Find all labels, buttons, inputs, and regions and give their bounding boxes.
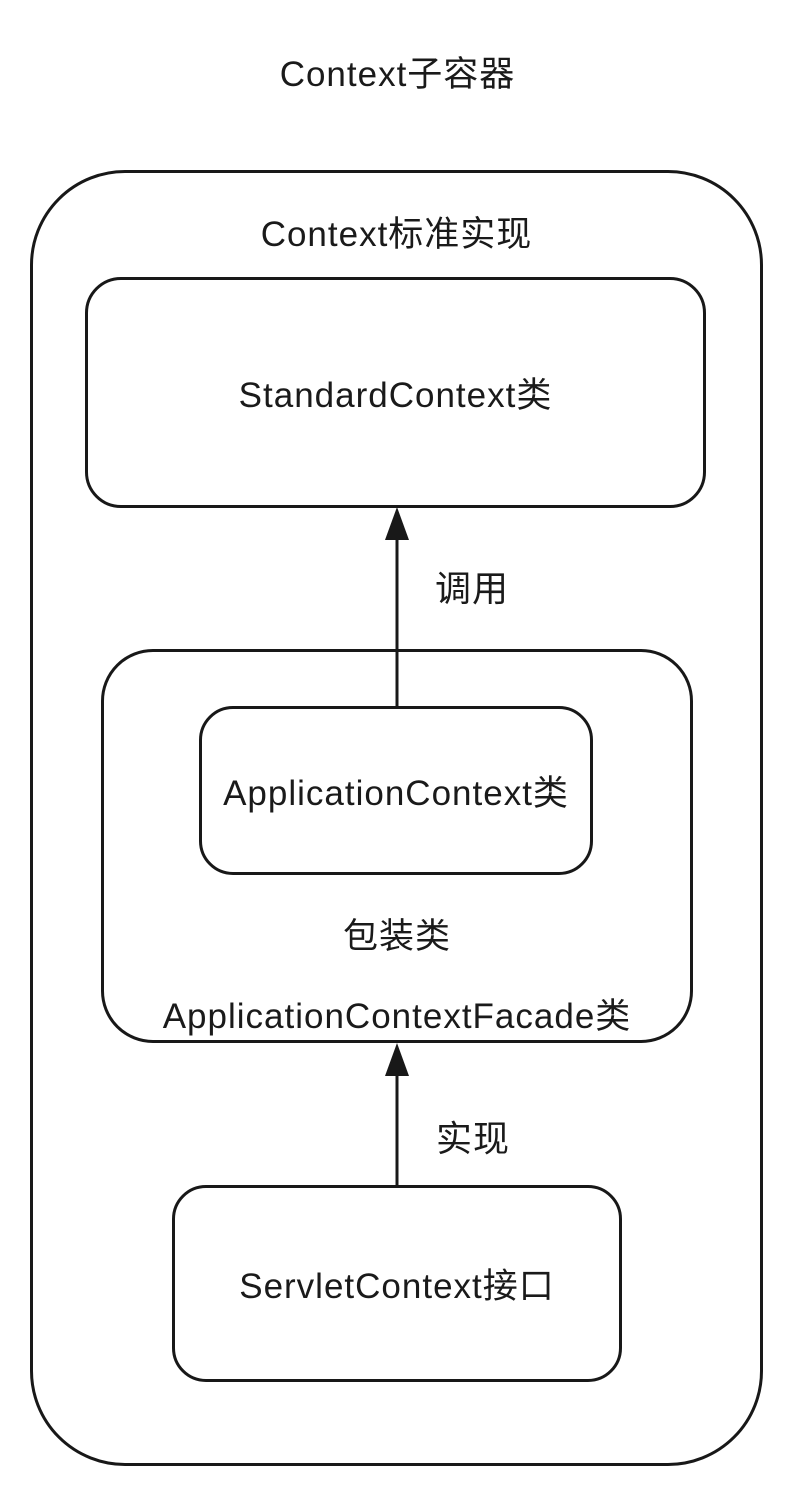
- diagram-title: Context子容器: [279, 55, 516, 94]
- standard-context-box: StandardContext类: [85, 277, 706, 508]
- implement-arrow-label: 实现: [436, 1118, 511, 1159]
- wrapper-class-note: 包装类: [342, 917, 451, 956]
- standard-context-label: StandardContext类: [238, 376, 553, 415]
- call-arrow-label: 调用: [435, 568, 510, 609]
- application-context-facade-label: ApplicationContextFacade类: [162, 997, 632, 1036]
- servlet-context-box: ServletContext接口: [172, 1185, 622, 1382]
- application-context-box: ApplicationContext类: [199, 706, 593, 875]
- servlet-context-label: ServletContext接口: [239, 1267, 555, 1306]
- context-standard-impl-label: Context标准实现: [260, 215, 533, 254]
- application-context-label: ApplicationContext类: [223, 774, 569, 813]
